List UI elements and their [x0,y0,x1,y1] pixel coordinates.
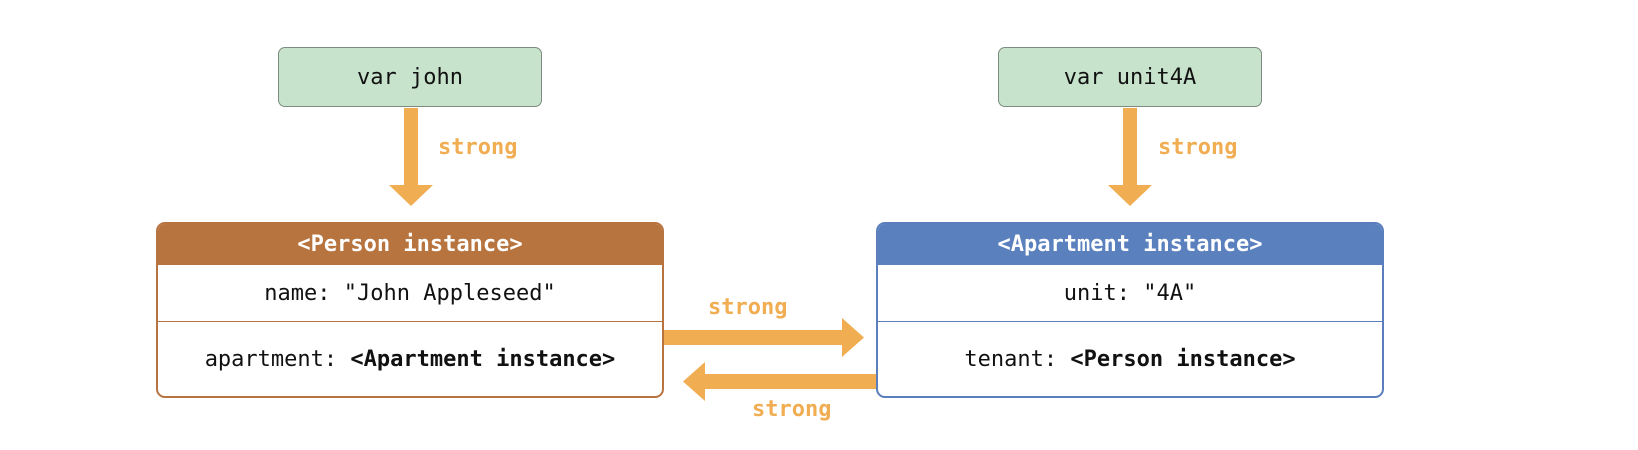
apartment-tenant-value: <Person instance> [1070,346,1296,372]
john-strong-label: strong [438,135,518,160]
apartment-tenant-property: tenant: <Person instance> [878,322,1382,396]
john-strong-arrow [389,108,433,206]
person-instance-header: <Person instance> [158,224,662,265]
unit4a-strong-label: strong [1158,135,1238,160]
apartment-unit-property: unit: "4A" [878,265,1382,322]
person-apartment-key: apartment: [204,346,338,372]
unit4a-strong-arrow [1108,108,1152,206]
var-john-label: var john [357,64,463,90]
apartment-instance-box: <Apartment instance> unit: "4A" tenant: … [876,222,1384,398]
person-to-apartment-label: strong [708,295,788,320]
person-apartment-value: <Apartment instance> [350,346,616,372]
apartment-to-person-label: strong [752,397,832,422]
person-name-property: name: "John Appleseed" [158,265,662,322]
var-john-box: var john [278,47,542,107]
var-unit4a-label: var unit4A [1063,64,1197,90]
apartment-to-person-arrow [683,362,878,401]
person-instance-box: <Person instance> name: "John Appleseed"… [156,222,664,398]
apartment-tenant-key: tenant: [964,346,1058,372]
person-to-apartment-arrow [662,318,864,357]
var-unit4a-box: var unit4A [998,47,1262,107]
person-apartment-property: apartment: <Apartment instance> [158,322,662,396]
apartment-instance-header: <Apartment instance> [878,224,1382,265]
